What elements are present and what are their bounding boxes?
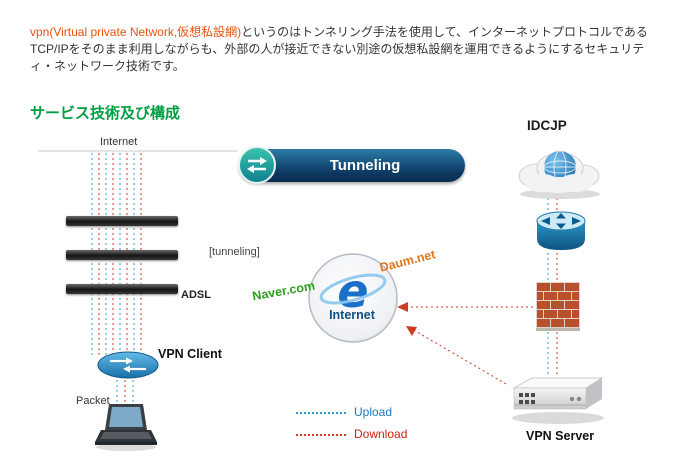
internet-explorer-logo: e: [337, 264, 368, 318]
tunneling-banner: Tunneling: [239, 149, 465, 182]
upload-legend-line: [296, 412, 346, 414]
modem-bar-3: [66, 284, 178, 294]
modem-bar-1: [66, 216, 178, 226]
internet-hub-label: Internet: [329, 308, 375, 322]
idc-cloud-globe-icon: [512, 136, 607, 200]
intro-body: というのはトンネリング手法を使用して、インターネットプロトコルであるTCP/IP…: [30, 25, 648, 73]
vpn-client-router-icon: [96, 350, 160, 380]
intro-paragraph: vpn(Virtual private Network,仮想私設網)というのはト…: [30, 24, 658, 75]
tunnel-swap-icon: [237, 145, 277, 185]
tunneling-bracket-label: [tunneling]: [209, 246, 260, 258]
download-legend-label: Download: [354, 427, 408, 441]
modem-bar-2: [66, 250, 178, 260]
adsl-label: ADSL: [181, 289, 211, 301]
vpn-client-label: VPN Client: [158, 347, 222, 361]
intro-highlight: vpn(Virtual private Network,仮想私設網): [30, 25, 242, 39]
packet-label: Packet: [76, 395, 110, 407]
upload-legend-label: Upload: [354, 405, 393, 419]
idcjp-label: IDCJP: [527, 118, 567, 133]
vpn-server-label: VPN Server: [526, 429, 595, 443]
internet-line-label: Internet: [100, 136, 138, 148]
section-title: サービス技術及び構成: [30, 105, 181, 123]
download-legend-line: [296, 434, 346, 436]
laptop-icon: [94, 402, 158, 452]
firewall-icon: [536, 282, 580, 332]
vpn-server-icon: [508, 372, 608, 426]
internet-hub-icon: e: [305, 252, 401, 344]
router-icon: [533, 209, 589, 255]
